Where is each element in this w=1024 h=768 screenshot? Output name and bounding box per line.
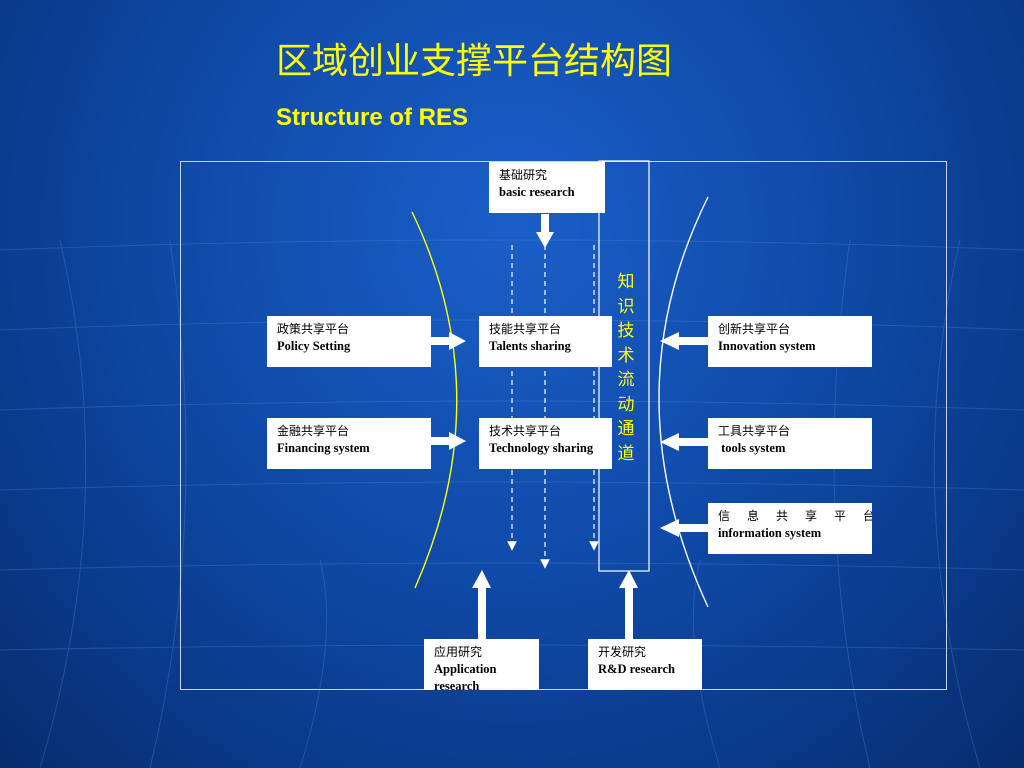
financing-label-cn: 金融共享平台 xyxy=(277,424,350,438)
tools-label-en: tools system xyxy=(718,441,786,455)
arrow-financing-right xyxy=(431,432,466,450)
basic-research-box: 基础研究 basic research xyxy=(489,162,605,213)
talents-label-cn: 技能共享平台 xyxy=(489,322,562,336)
innovation-label-cn: 创新共享平台 xyxy=(718,322,791,336)
diagram-frame xyxy=(180,161,947,690)
talents-label-en: Talents sharing xyxy=(489,339,571,353)
right-arc xyxy=(658,196,709,608)
rd-label-en: R&D research xyxy=(598,662,675,676)
tools-label-cn: 工具共享平台 xyxy=(718,424,791,438)
technology-box: 技术共享平台 Technology sharing xyxy=(479,418,612,469)
slide-title-en: Structure of RES xyxy=(276,104,469,131)
application-label-en: Application research xyxy=(434,662,497,690)
innovation-label-en: Innovation system xyxy=(718,339,816,353)
slide-title-cn: 区域创业支撑平台结构图 xyxy=(276,41,673,82)
arrow-innovation-left xyxy=(660,332,708,350)
knowledge-channel-label: 知识技术流动通道 xyxy=(617,272,635,464)
policy-box: 政策共享平台 Policy Setting xyxy=(267,316,431,367)
technology-label-cn: 技术共享平台 xyxy=(489,424,562,438)
application-box: 应用研究 Application research xyxy=(424,639,539,690)
application-label-cn: 应用研究 xyxy=(434,645,483,659)
rd-label-cn: 开发研究 xyxy=(598,645,647,659)
innovation-box: 创新共享平台 Innovation system xyxy=(708,316,872,367)
information-label-en: information system xyxy=(718,526,822,540)
arrow-information-left xyxy=(660,519,708,537)
dashed-flow-lines xyxy=(507,245,599,569)
arrow-tools-left xyxy=(660,433,708,451)
arrow-rd-up xyxy=(619,570,638,639)
basic-research-label-en: basic research xyxy=(499,185,575,199)
information-box: 信息共享平台 information system xyxy=(708,503,872,554)
talents-box: 技能共享平台 Talents sharing xyxy=(479,316,612,367)
financing-box: 金融共享平台 Financing system xyxy=(267,418,431,469)
arrow-basic-research-down xyxy=(536,214,554,248)
basic-research-label-cn: 基础研究 xyxy=(499,168,548,182)
financing-label-en: Financing system xyxy=(277,441,370,455)
policy-label-en: Policy Setting xyxy=(277,339,351,353)
tools-box: 工具共享平台 tools system xyxy=(708,418,872,469)
information-label-cn: 信息共享平台 xyxy=(718,509,872,523)
technology-label-en: Technology sharing xyxy=(489,441,594,455)
policy-label-cn: 政策共享平台 xyxy=(277,322,350,336)
left-arc xyxy=(411,211,458,589)
rd-box: 开发研究 R&D research xyxy=(588,639,702,690)
arrow-policy-right xyxy=(431,332,466,350)
arrow-application-up xyxy=(472,570,491,639)
